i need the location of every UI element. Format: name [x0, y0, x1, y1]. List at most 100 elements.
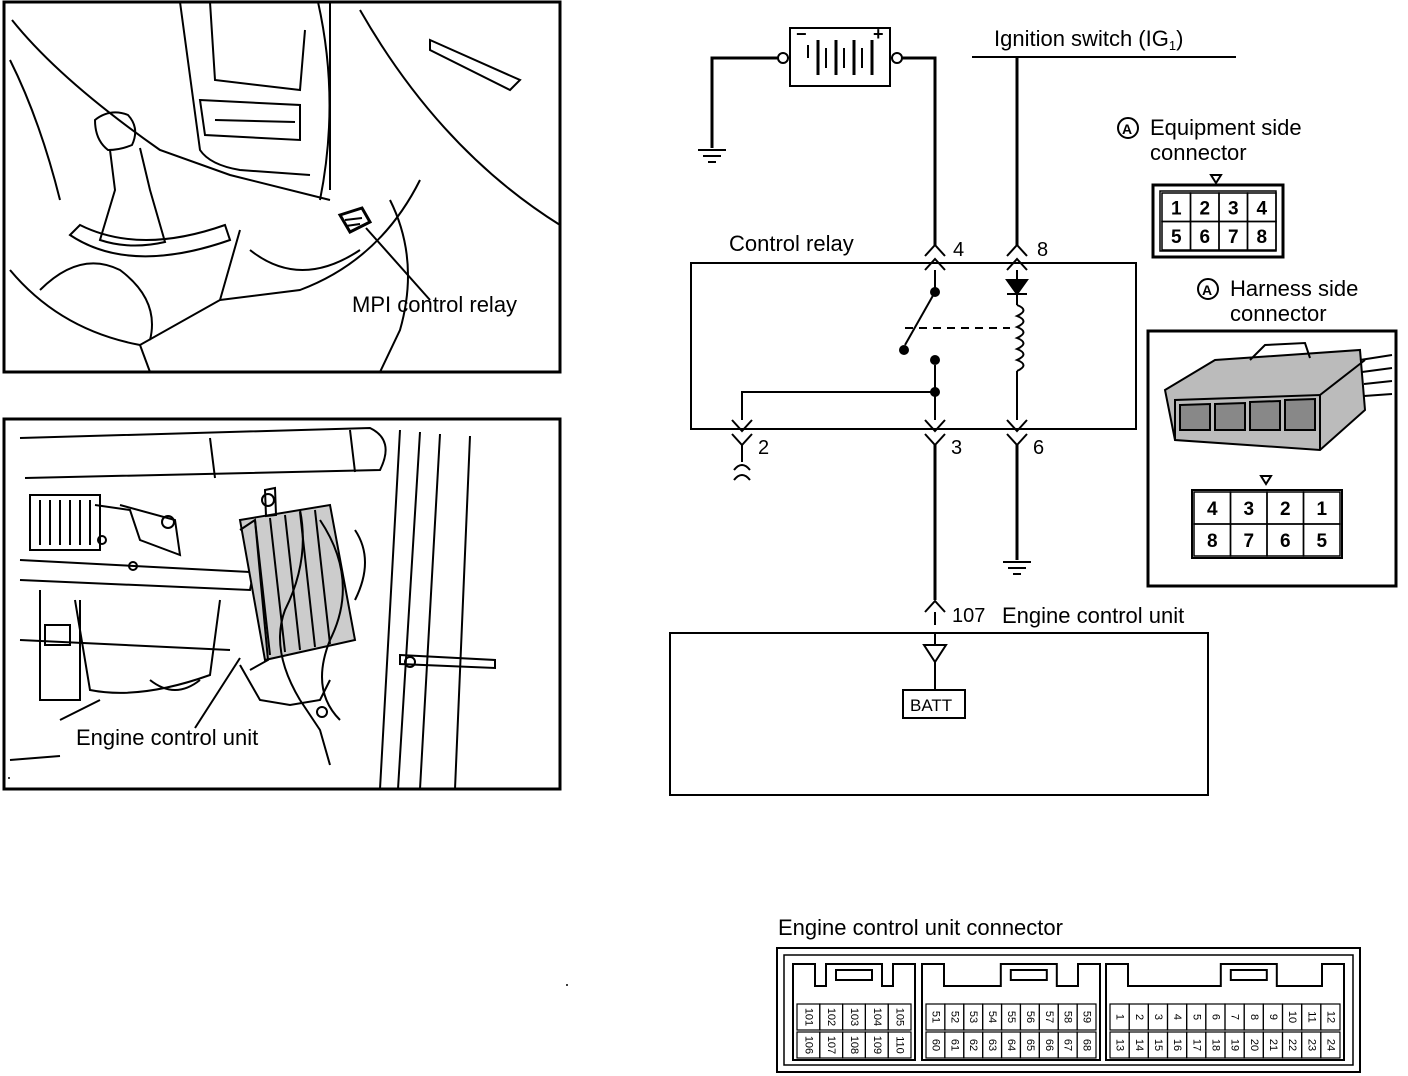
ecu-pin-cell — [1320, 1003, 1341, 1031]
pin-6-label: 6 — [1033, 437, 1044, 459]
ecu-pin-number: 6 — [1209, 1014, 1221, 1020]
ecu-pin-number: 1 — [1114, 1014, 1126, 1020]
relay-leader-line — [365, 227, 431, 301]
pin-107-connector-icon — [924, 599, 946, 613]
ecu-pin-number: 58 — [1062, 1011, 1074, 1023]
ecu-pin-cell — [887, 1031, 912, 1059]
relay-ground-icon — [1003, 561, 1031, 575]
equipment-pin-number: 8 — [1256, 227, 1267, 248]
speck — [566, 984, 568, 986]
ecu-pin-number: 66 — [1043, 1039, 1055, 1051]
ecu-pin-number: 4 — [1171, 1014, 1183, 1020]
marker-a-icon — [1197, 278, 1219, 300]
diode-icon — [1005, 279, 1029, 296]
battery-ground-icon — [698, 149, 726, 163]
harness-pin-number: 2 — [1280, 499, 1291, 520]
harness-title-line1: Harness side — [1230, 276, 1358, 301]
ecu-pin-number: 104 — [871, 1008, 883, 1026]
battery-minus-label: − — [796, 24, 807, 44]
ecu-pin-cell — [887, 1003, 912, 1031]
ecu-pin-number: 55 — [1005, 1011, 1017, 1023]
ecu-pin-number: 109 — [871, 1036, 883, 1054]
harness-pin-cell — [1302, 523, 1341, 557]
relay-coil-icon — [1014, 304, 1025, 372]
batt-terminal-label: BATT — [910, 696, 952, 715]
ecu-pin-cell — [1076, 1003, 1097, 1031]
relay-switch-contact — [904, 291, 936, 346]
ecu-pin-number: 22 — [1286, 1039, 1298, 1051]
ecu-pin-number: 3 — [1152, 1014, 1164, 1020]
latch-icon — [1229, 969, 1268, 981]
pin-4-connector-icon — [924, 243, 946, 271]
ecu-pin-number: 51 — [929, 1011, 941, 1023]
ecu-connector-block1-outline — [792, 963, 916, 1061]
harness-connector-drawing — [1163, 341, 1393, 452]
ecu-pin-number: 102 — [825, 1008, 837, 1026]
battery-plus-label: + — [873, 24, 884, 44]
pin-2-label: 2 — [758, 437, 769, 459]
equipment-pin-cell — [1246, 220, 1277, 251]
pin-6-connector-icon — [1006, 419, 1028, 447]
ecu-pin-number: 65 — [1024, 1039, 1036, 1051]
ecu-pin-number: 62 — [967, 1039, 979, 1051]
ecu-pin-number: 103 — [848, 1008, 860, 1026]
circuit-diagram — [669, 27, 1236, 796]
ecu-connector-title: Engine control unit connector — [778, 915, 1063, 940]
ecu-pin-number: 107 — [825, 1036, 837, 1054]
ecu-pin-number: 106 — [802, 1036, 814, 1054]
equipment-pin-number: 6 — [1199, 227, 1210, 248]
ecu-pin-number: 61 — [948, 1039, 960, 1051]
pin-3-label: 3 — [951, 437, 962, 459]
equipment-pin-number: 1 — [1171, 198, 1182, 219]
batt-terminal-box — [902, 689, 966, 719]
latch-icon — [835, 969, 873, 981]
ecu-pin-number: 15 — [1152, 1039, 1164, 1051]
relay-location-label: MPI control relay — [352, 292, 517, 317]
equipment-title-line1: Equipment side — [1150, 115, 1302, 140]
ecu-pin-number: 56 — [1024, 1011, 1036, 1023]
pin-3-connector-icon — [924, 419, 946, 447]
ecu-pin-107-label: 107 — [952, 605, 985, 627]
ecu-connector-block2-outline — [921, 963, 1101, 1061]
ecu-pin-cell — [1320, 1031, 1341, 1059]
ecu-pin-number: 5 — [1190, 1014, 1202, 1020]
ecu-pin-number: 7 — [1229, 1014, 1241, 1020]
pin-2-connector-icon — [731, 419, 753, 481]
ecu-pin-number: 108 — [848, 1036, 860, 1054]
engine-control-unit-box — [669, 632, 1209, 796]
harness-pin-number: 7 — [1243, 531, 1254, 552]
ecu-pin-number: 18 — [1209, 1039, 1221, 1051]
battery-positive-wire — [902, 56, 937, 245]
ecu-pin-number: 8 — [1248, 1014, 1260, 1020]
pin-4-label: 4 — [953, 239, 964, 261]
ecu-pin-number: 105 — [894, 1008, 906, 1026]
ecu-pin-number: 101 — [802, 1008, 814, 1026]
ecu-pin-number: 64 — [1005, 1039, 1017, 1051]
ecu-connector-block3-outline — [1105, 963, 1345, 1061]
ecu-pin-number: 11 — [1305, 1011, 1317, 1022]
ecu-pin-number: 59 — [1081, 1011, 1093, 1023]
relay-location-drawing — [9, 1, 561, 373]
marker-a-icon — [1117, 117, 1139, 139]
ecu-pin-number: 57 — [1043, 1011, 1055, 1023]
ecu-pin-number: 63 — [986, 1039, 998, 1051]
ecu-pin-number: 60 — [929, 1039, 941, 1051]
ecu-pin-number: 9 — [1267, 1014, 1279, 1020]
battery-symbol — [777, 27, 903, 87]
ecu-pin-number: 54 — [986, 1011, 998, 1023]
equipment-pin-number: 2 — [1199, 198, 1210, 219]
ecu-pin-number: 67 — [1062, 1039, 1074, 1051]
ecu-pin-number: 13 — [1114, 1039, 1126, 1051]
ecu-pin-number: 2 — [1133, 1014, 1145, 1020]
control-relay-label: Control relay — [729, 231, 854, 256]
ecu-input-icon — [922, 644, 948, 664]
ecu-pin-number: 10 — [1286, 1011, 1298, 1023]
harness-pin-number: 5 — [1316, 531, 1327, 552]
ecu-location-label: Engine control unit — [76, 725, 258, 750]
ecu-pin-number: 110 — [894, 1036, 906, 1054]
